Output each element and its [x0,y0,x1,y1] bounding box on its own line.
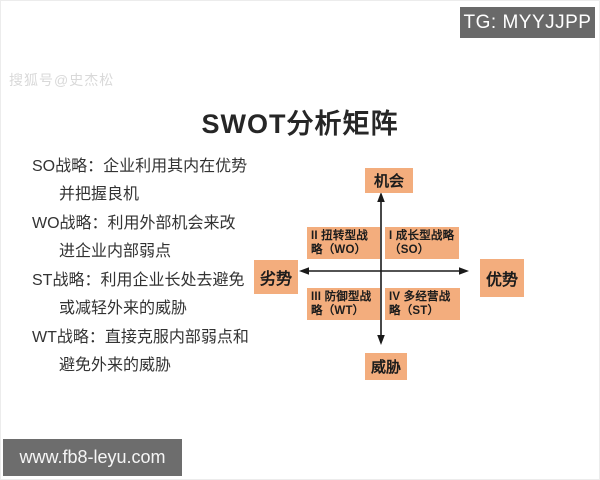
strategy-so-line2: 并把握良机 [59,186,140,203]
page-title: SWOT分析矩阵 [201,109,399,139]
sohu-watermark: 搜狐号@史杰松 [9,72,115,88]
strategy-item-so: SO战略：企业利用其内在优势 并把握良机 [32,153,277,209]
strategy-wo-line1: WO战略：利用外部机会来改 [32,215,236,232]
axis-label-strength: 优势 [480,259,525,297]
strategy-item-wt: WT战略：直接克服内部弱点和 避免外来的威胁 [32,324,277,380]
strategy-wt-line2: 避免外来的威胁 [59,357,172,374]
strategy-so-line1: SO战略：企业利用其内在优势 [32,158,248,175]
strategy-list: SO战略：企业利用其内在优势 并把握良机 WO战略：利用外部机会来改 进企业内部… [32,153,277,381]
quadrant-st-diversification: IV 多经营战略（ST） [385,288,460,320]
tg-badge: TG: MYYJJPP [460,7,595,38]
axis-label-threat: 威胁 [365,353,408,380]
strategy-st-line2: 或减轻外来的威胁 [59,300,188,317]
quadrant-so-growth: I 成长型战略（SO） [385,227,459,259]
strategy-item-wo: WO战略：利用外部机会来改 进企业内部弱点 [32,210,277,266]
site-watermark: www.fb8-leyu.com [3,439,182,476]
quadrant-wt-defensive: III 防御型战略（WT） [307,288,380,320]
quadrant-wo-turnaround: II 扭转型战略（WO） [307,227,380,259]
axis-label-weakness: 劣势 [254,260,299,294]
strategy-item-st: ST战略：利用企业长处去避免 或减轻外来的威胁 [32,267,277,323]
strategy-st-line1: ST战略：利用企业长处去避免 [32,272,245,289]
axes-cross-icon [299,192,469,345]
axis-label-opportunity: 机会 [365,168,414,193]
strategy-wt-line1: WT战略：直接克服内部弱点和 [32,329,249,346]
strategy-wo-line2: 进企业内部弱点 [59,243,172,260]
